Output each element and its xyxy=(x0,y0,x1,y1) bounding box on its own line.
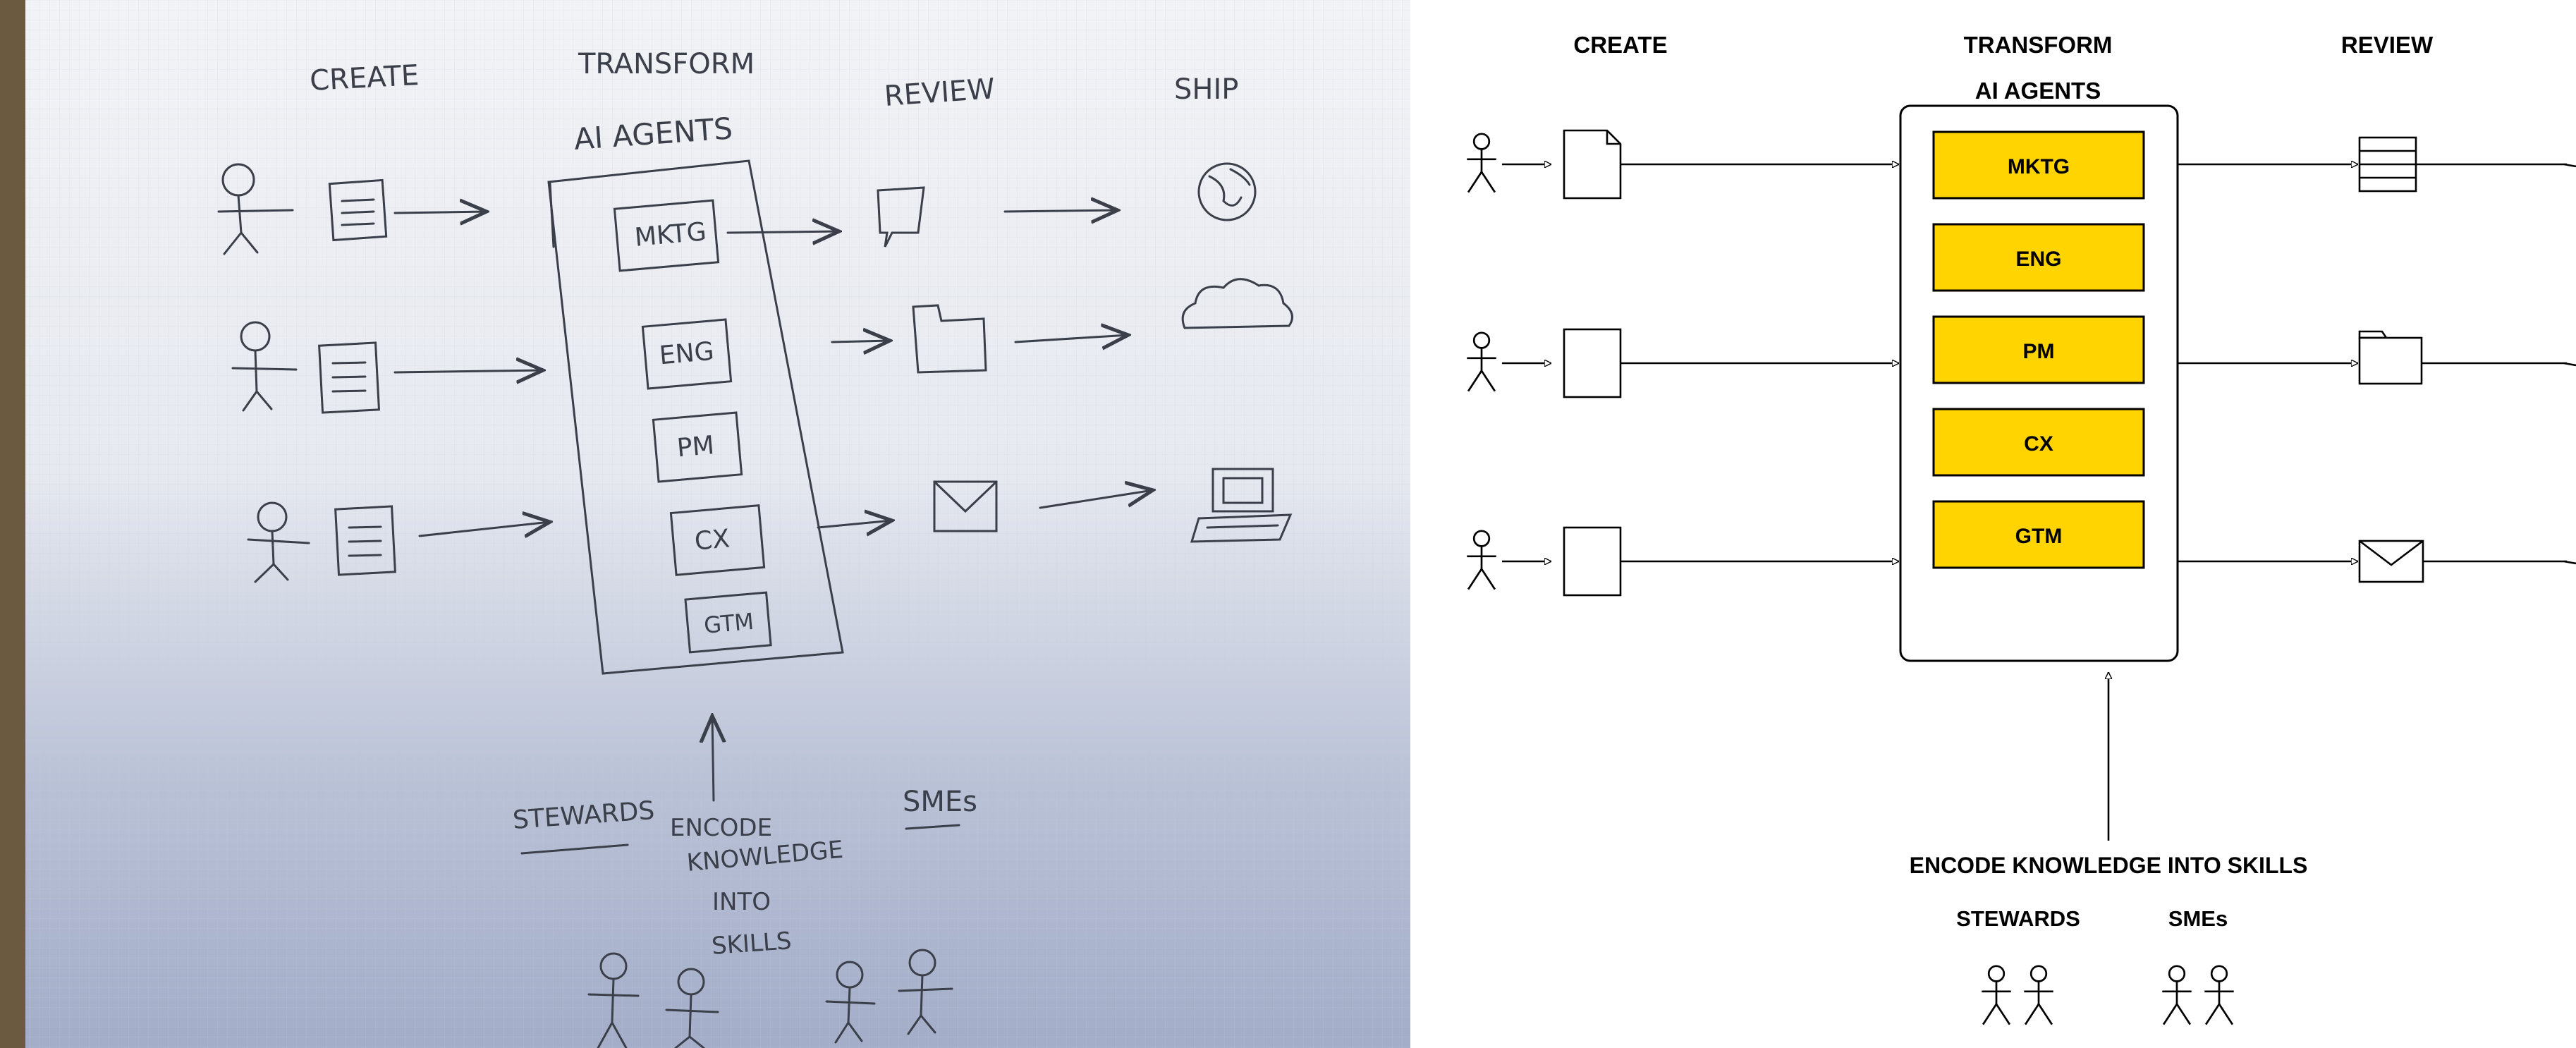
sketch-photo: CREATE TRANSFORM REVIEW SHIP AI AGENTS xyxy=(0,0,1410,1048)
heading-transform: TRANSFORM xyxy=(1964,32,2113,58)
folder-icon xyxy=(2358,330,2423,385)
sketch-agents-container xyxy=(547,159,844,675)
sketch-ship-globe-icon xyxy=(1197,162,1257,221)
agent-mktg[interactable]: MKTG xyxy=(1932,130,2145,200)
creator-figure-1 xyxy=(1465,133,1498,194)
sketch-review-folder-icon xyxy=(912,304,987,374)
agent-mktg-label: MKTG xyxy=(2008,155,2070,178)
stewards-label: STEWARDS xyxy=(1956,906,2080,931)
sketch-smes-label: SMEs xyxy=(903,786,977,818)
agent-gtm[interactable]: GTM xyxy=(1932,500,2145,569)
sketch-encode-line-4: SKILLS xyxy=(711,927,793,961)
ai-agents-label: AI AGENTS xyxy=(1975,78,2101,104)
sketch-agent-cx: CX xyxy=(693,525,731,556)
smes-label: SMEs xyxy=(2168,906,2228,931)
sketch-ship-cloud-icon xyxy=(1181,278,1293,329)
sketch-agent-mktg: MKTG xyxy=(633,217,707,252)
sketch-review-mail-icon xyxy=(933,480,998,532)
sketch-row-1 xyxy=(217,163,487,255)
sketch-agent-gtm: GTM xyxy=(703,608,755,639)
creator-figure-3 xyxy=(1465,530,1498,591)
agent-gtm-label: GTM xyxy=(2015,525,2063,548)
document-icon-3 xyxy=(1563,526,1622,597)
sketch-ship-laptop-icon xyxy=(1190,468,1293,543)
heading-create: CREATE xyxy=(1573,32,1667,58)
encode-knowledge-label: ENCODE KNOWLEDGE INTO SKILLS xyxy=(1910,853,2308,878)
agent-pm[interactable]: PM xyxy=(1932,315,2145,384)
diagram-panel: CREATE TRANSFORM REVIEW AI AGENTS MKTG E… xyxy=(1410,0,2576,1048)
diagram-canvas: CREATE TRANSFORM REVIEW AI AGENTS MKTG E… xyxy=(1465,32,2576,1025)
sme-figure-2 xyxy=(2203,965,2235,1025)
sketch-encode-line-3: INTO xyxy=(712,888,771,916)
sketch-review-doc-icon xyxy=(877,186,925,248)
list-doc-icon xyxy=(2358,136,2417,193)
agent-cx-label: CX xyxy=(2024,432,2053,456)
agent-eng[interactable]: ENG xyxy=(1932,223,2145,292)
agent-cx[interactable]: CX xyxy=(1932,408,2145,477)
creator-figure-2 xyxy=(1465,331,1498,393)
sketch-row-3 xyxy=(247,501,550,583)
mail-icon xyxy=(2358,540,2424,583)
sketch-row-2 xyxy=(231,321,543,414)
sketch-canvas: CREATE TRANSFORM REVIEW SHIP AI AGENTS xyxy=(0,0,1410,1048)
sketch-encode-line-1: ENCODE xyxy=(670,814,772,842)
sketch-heading-review: REVIEW xyxy=(883,73,996,113)
agent-pm-label: PM xyxy=(2023,340,2055,363)
heading-review: REVIEW xyxy=(2341,32,2434,58)
sketch-agent-pm: PM xyxy=(676,431,715,463)
sketch-heading-create: CREATE xyxy=(309,59,420,97)
steward-figure-1 xyxy=(1980,965,2013,1025)
sme-figure-1 xyxy=(2161,965,2193,1025)
agent-eng-label: ENG xyxy=(2015,248,2061,271)
sketch-agent-eng: ENG xyxy=(658,337,715,371)
document-icon-2 xyxy=(1563,328,1622,398)
sketch-steward-figures xyxy=(587,952,719,1048)
sketch-sme-figures xyxy=(825,949,953,1044)
document-icon-1 xyxy=(1563,129,1622,200)
steward-figure-2 xyxy=(2022,965,2055,1025)
sketch-heading-ship: SHIP xyxy=(1174,73,1238,106)
sketch-heading-transform: TRANSFORM xyxy=(578,48,755,80)
